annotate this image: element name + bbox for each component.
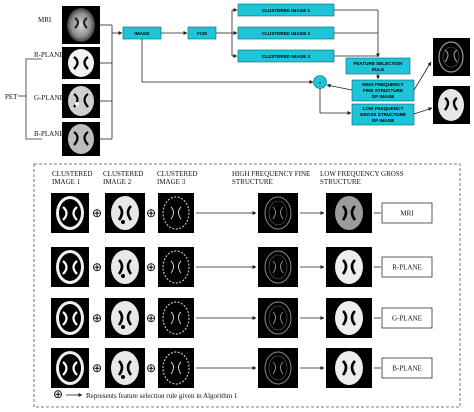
subtraction-symbol: - xyxy=(319,78,322,87)
header-high-line-1: HIGH FREQUENCY FINE xyxy=(232,170,310,178)
detail-image-c2 xyxy=(105,247,145,287)
detail-image-c1 xyxy=(51,193,89,233)
detail-rows: ⊕ ⊕ MRI ⊕ ⊕ R-PLANE ⊕ ⊕ G-PLANE ⊕ ⊕ B-PLANE xyxy=(51,193,433,388)
detail-image-c1 xyxy=(51,247,89,287)
detail-image-c2 xyxy=(105,298,145,338)
detail-image-c2 xyxy=(105,348,145,388)
footnote-oplus: ⊕ xyxy=(53,387,63,401)
high-frequency-label-3: OF IMAGE xyxy=(372,94,395,99)
footnote-text: Represents feature selection rule given … xyxy=(86,392,238,400)
oplus-operator: ⊕ xyxy=(146,311,156,325)
detail-headers: CLUSTERED IMAGE 1 CLUSTERED IMAGE 2 CLUS… xyxy=(52,170,404,186)
high-frequency-label-2: FINE STRUCTURE xyxy=(363,88,403,93)
low-frequency-label-1: LOW FREQUENCY xyxy=(363,106,404,111)
row-label: G-PLANE xyxy=(392,315,422,323)
clustered-image-3-label: CLUSTERED IMAGE 3 xyxy=(262,54,311,59)
header-clustered-2-line-1: CLUSTERED xyxy=(103,170,143,178)
g-plane-input-image xyxy=(62,84,100,118)
header-low-line-2: STRUCTURE xyxy=(320,178,361,186)
image-block-label: IMAGE xyxy=(134,31,149,36)
oplus-operator: ⊕ xyxy=(146,206,156,220)
clustered-image-1-label: CLUSTERED IMAGE 1 xyxy=(262,8,311,13)
detail-image-lf xyxy=(326,247,372,287)
header-clustered-3-line-1: CLUSTERED xyxy=(157,170,197,178)
header-clustered-2-line-2: IMAGE 2 xyxy=(103,178,132,186)
detail-image-hf xyxy=(258,193,298,233)
footnote: ⊕ Represents feature selection rule give… xyxy=(53,387,238,401)
row-label-box xyxy=(381,357,433,379)
header-clustered-1-line-1: CLUSTERED xyxy=(52,170,92,178)
row-label: R-PLANE xyxy=(392,264,422,272)
detail-image-c2 xyxy=(105,193,145,233)
oplus-operator: ⊕ xyxy=(146,361,156,375)
detail-image-c1 xyxy=(51,298,89,338)
high-frequency-output-image xyxy=(433,38,470,76)
pet-label: PET xyxy=(5,93,18,101)
header-clustered-3-line-2: IMAGE 3 xyxy=(157,178,186,186)
header-low-line-1: LOW FREQUENCY GROSS xyxy=(320,170,404,178)
mri-input-image xyxy=(62,6,100,44)
oplus-operator: ⊕ xyxy=(92,361,102,375)
detail-row: ⊕ ⊕ B-PLANE xyxy=(51,348,433,388)
r-plane-input-label: R-PLANE xyxy=(34,51,64,59)
detail-image-c3 xyxy=(158,298,194,338)
oplus-operator: ⊕ xyxy=(146,260,156,274)
r-plane-input-image xyxy=(62,47,100,79)
detail-image-c3 xyxy=(158,247,194,287)
clustered-image-2-label: CLUSTERED IMAGE 2 xyxy=(262,31,311,36)
low-frequency-output-image xyxy=(433,86,470,124)
row-label-box xyxy=(381,256,433,278)
feature-selection-rule-label-1: FEATURE SELECTION xyxy=(354,61,404,66)
feature-selection-rule-label-2: RULE xyxy=(372,67,385,72)
detail-image-lf xyxy=(326,348,372,388)
top-pipeline: MRI PET R-PLANE G-PLANE B-PLANE xyxy=(5,3,470,156)
oplus-operator: ⊕ xyxy=(92,260,102,274)
detail-image-c1 xyxy=(51,348,89,388)
fcm-block-label: FCM xyxy=(197,31,207,36)
oplus-operator: ⊕ xyxy=(92,311,102,325)
row-label: MRI xyxy=(400,210,414,218)
high-frequency-label-1: HIGH FREQUENCY xyxy=(362,82,404,87)
row-label: B-PLANE xyxy=(392,365,422,373)
detail-image-hf xyxy=(258,298,298,338)
detail-image-c3 xyxy=(158,348,194,388)
low-frequency-label-3: OF IMAGE xyxy=(372,118,395,123)
b-plane-input-label: B-PLANE xyxy=(34,130,64,138)
detail-image-lf xyxy=(326,298,372,338)
detail-image-lf xyxy=(326,193,372,233)
high-frequency-block xyxy=(351,79,415,102)
detail-image-c3 xyxy=(158,193,194,233)
g-plane-input-label: G-PLANE xyxy=(34,94,64,102)
low-frequency-label-2: GROSS STRUCTURE xyxy=(360,112,406,117)
b-plane-input-image xyxy=(62,122,100,156)
detail-image-hf xyxy=(258,247,298,287)
detail-panel-border xyxy=(33,163,461,408)
detail-image-hf xyxy=(258,348,298,388)
row-label-box xyxy=(381,307,433,329)
detail-row: ⊕ ⊕ G-PLANE xyxy=(51,298,433,338)
pet-bracket xyxy=(25,58,42,140)
detail-row: ⊕ ⊕ MRI xyxy=(51,193,433,233)
row-label-box xyxy=(381,202,433,224)
mri-input-label: MRI xyxy=(38,16,52,24)
detail-row: ⊕ ⊕ R-PLANE xyxy=(51,247,433,287)
low-frequency-block xyxy=(351,103,415,126)
header-high-line-2: STRUCTURE xyxy=(232,178,273,186)
header-clustered-1-line-2: IMAGE 1 xyxy=(52,178,81,186)
oplus-operator: ⊕ xyxy=(92,206,102,220)
